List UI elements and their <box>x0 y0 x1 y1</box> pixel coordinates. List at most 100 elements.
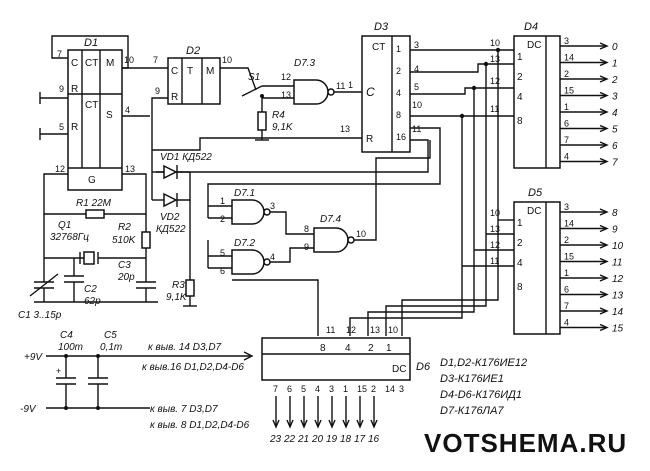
d1-pin9: 9 <box>59 84 64 94</box>
d4-out-pin: 14 <box>564 53 574 63</box>
d4-out-label: 4 <box>612 108 618 119</box>
d5-out-pin: 6 <box>564 285 569 295</box>
d73-in12: 12 <box>281 72 291 82</box>
d72-label: D7.2 <box>234 238 256 249</box>
d5-out-label: 15 <box>612 324 624 335</box>
d6-out-arrow <box>328 419 336 429</box>
d6-out-arrow <box>300 419 308 429</box>
d3-pin1: 1 <box>348 80 353 90</box>
d1-g: G <box>88 175 96 186</box>
plus-pin14-note: к выв. 14 D3,D7 <box>148 342 222 353</box>
c5-label: C5 <box>104 330 117 341</box>
d1-pin5: 5 <box>59 122 64 132</box>
d6-out-pin: 7 <box>273 384 278 394</box>
d6-out-label: 20 <box>311 434 324 445</box>
r3-label: R3 <box>172 280 185 291</box>
d6-in8: 8 <box>320 343 326 354</box>
power-section: +9V -9V + C4 100m C5 0,1m к выв. 14 D3,D… <box>20 330 254 431</box>
d3-r: R <box>366 134 373 145</box>
chip-d5: D5 DC 1 2 4 8 10 13 12 11 38149210151111… <box>490 187 624 335</box>
switch-s1[interactable]: S1 <box>220 67 264 98</box>
d6-out-arrow <box>342 419 350 429</box>
chip-d1: D1 C CT M R CT S R G 7 10 9 4 5 12 13 <box>39 35 135 191</box>
d4-out-arrow <box>599 108 609 116</box>
d5-out-label: 12 <box>612 274 624 285</box>
d1-r2: R <box>71 122 78 133</box>
d3-pin3: 3 <box>414 40 419 50</box>
d5-out-arrow <box>599 290 609 299</box>
d72-in5: 5 <box>220 248 225 258</box>
d4-out-arrow <box>599 91 609 100</box>
legend-line-2: D3-К176ИЕ1 <box>440 373 504 385</box>
diode-vd2: VD2 КД522 <box>151 172 191 235</box>
d6-label: D6 <box>416 361 431 373</box>
d5-out-label: 8 <box>612 208 618 219</box>
d3-q1: 1 <box>396 44 401 54</box>
d2-pin9: 9 <box>155 86 160 96</box>
d71-in1: 1 <box>220 196 225 206</box>
legend-line-4: D7-К176ЛА7 <box>440 405 504 417</box>
d5-in2: 2 <box>517 238 523 249</box>
d1-pin13: 13 <box>125 164 135 174</box>
c2-label: C2 <box>84 284 97 295</box>
r2-value: 510K <box>112 235 137 246</box>
d6-out-arrow <box>314 419 322 429</box>
chip-d3: D3 CT C R 1 2 4 8 16 1 13 3 4 5 10 11 <box>152 21 422 153</box>
d5-out-label: 9 <box>612 225 618 236</box>
vd1-label: VD1 КД522 <box>160 152 212 163</box>
d4-dc: DC <box>527 40 541 51</box>
d4-in2: 2 <box>517 72 523 83</box>
d6-out-label: 23 <box>269 434 282 445</box>
chip-d2: D2 C T M R 7 9 10 <box>122 45 232 176</box>
d6-in1: 1 <box>386 343 392 354</box>
d5-pin13: 13 <box>490 224 500 234</box>
d4-pin13: 13 <box>490 54 500 64</box>
d4-out-arrow <box>599 157 609 166</box>
d4-out-arrow <box>599 75 609 83</box>
d1-s: S <box>106 110 113 121</box>
oscillator: R1 22M R2 510K Q1 32768Гц C1 3..15p C2 6… <box>18 173 158 321</box>
q1-label: Q1 <box>58 220 71 231</box>
d71-out: 3 <box>270 201 275 211</box>
d1-r1: R <box>71 84 78 95</box>
d2-c: C <box>171 66 178 77</box>
d3-ct: CT <box>372 42 385 53</box>
d1-label: D1 <box>84 37 98 49</box>
d3-q4: 4 <box>396 88 401 98</box>
d4-out-pin: 6 <box>564 119 569 129</box>
d5-out-arrow <box>599 274 609 282</box>
d4-out-label: 7 <box>612 158 618 169</box>
d6-pin11: 11 <box>326 325 335 335</box>
chip-legend: D1,D2-К176ИЕ12 D3-К176ИЕ1 D4-D6-К176ИД1 … <box>440 357 527 417</box>
d4-in1: 1 <box>517 52 523 63</box>
resistor-r4: R4 9,1K <box>255 110 294 141</box>
gate-d7-2: D7.2 5 6 4 <box>207 238 314 276</box>
d5-out-label: 13 <box>612 291 624 302</box>
d4-out-pin: 7 <box>564 135 569 145</box>
d5-out-pin: 3 <box>564 202 569 212</box>
d4-out-arrow <box>599 141 609 149</box>
bus-d3-to-decoders <box>156 47 514 336</box>
c3-value: 20p <box>117 272 135 283</box>
d6-pin13: 13 <box>370 325 380 335</box>
d4-out-pin: 15 <box>564 86 574 96</box>
d1-ct2: CT <box>85 100 98 111</box>
d5-in8: 8 <box>517 282 523 293</box>
d2-m: M <box>206 66 214 77</box>
d6-out-arrow <box>370 419 378 429</box>
d5-out-pin: 4 <box>564 318 569 328</box>
d5-out-arrow <box>599 224 609 233</box>
d5-out-arrow <box>599 241 609 249</box>
d74-in8: 8 <box>304 224 309 234</box>
d4-in4: 4 <box>517 92 523 103</box>
chip-d4: D4 DC 1 2 4 8 10 13 12 11 30141221531465… <box>490 21 618 169</box>
d71-in2: 2 <box>220 214 225 224</box>
d6-in4: 4 <box>345 343 351 354</box>
d6-pin10: 10 <box>388 325 398 335</box>
vd2-label: VD2 <box>160 212 180 223</box>
d4-out-pin: 3 <box>564 36 569 46</box>
